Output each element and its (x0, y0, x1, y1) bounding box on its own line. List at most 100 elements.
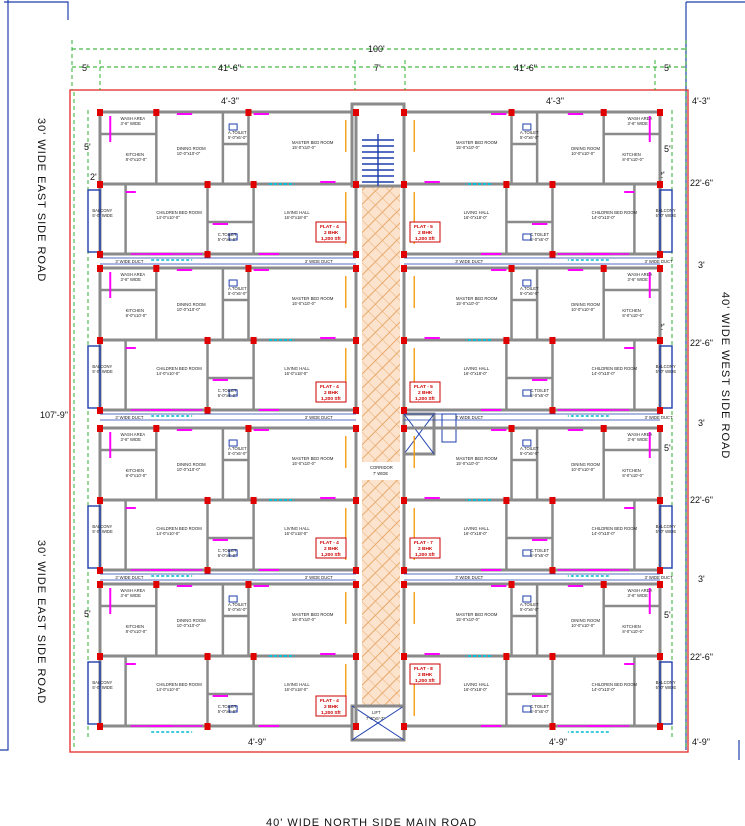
master-bedroom-dim: 15'-0"x10'-0" (292, 301, 316, 306)
staircase (350, 102, 406, 188)
dim-total-width: 100' (368, 44, 385, 54)
duct-label: 3' WIDE DUCT (645, 259, 673, 264)
kitchen-dim: 8'-0"x10'-0" (622, 157, 644, 162)
duct-label: 3' WIDE DUCT (455, 575, 483, 580)
attached-toilet-label: A.TOILET (520, 286, 539, 291)
attached-toilet-label: A.TOILET (520, 130, 539, 135)
balcony-dim: 5'-0" WIDE (656, 529, 677, 534)
attached-toilet-dim: 5'-0"x6'-0" (520, 135, 539, 140)
flat-tag-area: 1,200 Sft (321, 710, 341, 716)
balcony-dim: 5'-0" WIDE (92, 369, 113, 374)
master-bedroom-label: MASTER BED ROOM (456, 456, 498, 461)
children-bedroom-dim: 14'-0"x10'-0" (156, 371, 180, 376)
master-bedroom-label: MASTER BED ROOM (292, 456, 334, 461)
flat-tag-area: 1,200 Sft (415, 678, 435, 684)
living-hall-dim: 16'-0"x18'-0" (284, 215, 308, 220)
dim-right-d12: 5' (664, 610, 671, 620)
living-hall-label: LIVING HALL (464, 526, 490, 531)
common-toilet-dim: 5'-0"x6'-0" (530, 237, 549, 242)
children-bedroom-label: CHILDREN BED ROOM (156, 210, 202, 215)
children-bedroom-dim: 14'-0"x10'-0" (592, 215, 616, 220)
kitchen-dim: 8'-0"x10'-0" (126, 157, 148, 162)
attached-toilet-dim: 5'-0"x6'-0" (228, 451, 247, 456)
children-bedroom-label: CHILDREN BED ROOM (592, 366, 638, 371)
dim-right-d1: 4'-3" (692, 96, 710, 106)
dim-right-d4: 22'-6" (690, 178, 713, 188)
flat-tag-area: 1,200 Sft (321, 236, 341, 242)
common-toilet-label: C.TOILET (530, 548, 549, 553)
common-toilet-label: C.TOILET (530, 704, 549, 709)
dining-room-dim: 10'-0"x10'-0" (177, 151, 201, 156)
dim-total-depth: 107'-9" (40, 410, 68, 420)
living-hall-dim: 16'-0"x18'-0" (464, 531, 488, 536)
common-toilet-dim: 5'-0"x6'-0" (218, 553, 237, 558)
wash-area-label: WASH AREA (628, 432, 653, 437)
kitchen-label: KITCHEN (622, 624, 640, 629)
balcony-dim: 5'-0" WIDE (92, 213, 113, 218)
west-road-label: 40' WIDE WEST SIDE ROAD (719, 292, 731, 459)
dining-room-dim: 10'-0"x10'-0" (571, 623, 595, 628)
children-bedroom-label: CHILDREN BED ROOM (592, 210, 638, 215)
east-road-label-upper: 30' WIDE EAST SIDE ROAD (35, 118, 47, 282)
kitchen-dim: 8'-0"x10'-0" (126, 313, 148, 318)
dim-left-wing: 41'-6" (218, 63, 241, 73)
living-hall-label: LIVING HALL (284, 526, 310, 531)
wash-area-label: WASH AREA (628, 588, 653, 593)
dim-right-d9: 5' (664, 443, 671, 453)
flat-tag-name: FLAT - 5 (414, 224, 433, 230)
wash-area-label: WASH AREA (120, 432, 145, 437)
dim-right-wing: 41'-6" (514, 63, 537, 73)
dining-room-label: DINING ROOM (571, 618, 600, 623)
dining-room-label: DINING ROOM (571, 462, 600, 467)
flat-tag-type: 2 BHK (418, 546, 433, 552)
balcony-label: BALCONY (656, 208, 676, 213)
common-toilet-label: C.TOILET (530, 232, 549, 237)
balcony-dim: 5'-0" WIDE (92, 529, 113, 534)
dim-top-offset-right: 4'-3" (546, 96, 564, 106)
master-bedroom-label: MASTER BED ROOM (456, 612, 498, 617)
dining-room-label: DINING ROOM (571, 146, 600, 151)
dim-right-d5: 3' (698, 260, 705, 270)
dining-room-dim: 10'-0"x10'-0" (571, 467, 595, 472)
children-bedroom-dim: 14'-0"x10'-0" (592, 687, 616, 692)
lift-dim: 7'-0"x6'-3" (366, 716, 385, 721)
balcony-label: BALCONY (92, 680, 112, 685)
flat-tag-type: 2 BHK (324, 230, 339, 236)
attached-toilet-label: A.TOILET (228, 130, 247, 135)
balcony-label: BALCONY (656, 524, 676, 529)
master-bedroom-dim: 15'-0"x10'-0" (456, 617, 480, 622)
duct-label: 3' WIDE DUCT (455, 259, 483, 264)
master-bedroom-label: MASTER BED ROOM (456, 140, 498, 145)
dim-left-m1: 5' (84, 142, 91, 152)
kitchen-label: KITCHEN (126, 152, 144, 157)
attached-toilet-dim: 5'-0"x6'-0" (520, 291, 539, 296)
wash-area-dim: 3'-6" WIDE (628, 437, 649, 442)
balcony-dim: 5'-0" WIDE (656, 369, 677, 374)
flat-tag-area: 1,200 Sft (321, 396, 341, 402)
corridor-label: CORRIDOR (370, 465, 393, 470)
duct-label: 3' WIDE DUCT (305, 259, 333, 264)
flat-tag-name: FLAT - 7 (414, 540, 433, 546)
duct-label: 3' WIDE DUCT (115, 575, 143, 580)
dim-right-d3: 2' (658, 170, 665, 180)
flat-tag-name: FLAT - 8 (414, 666, 433, 672)
children-bedroom-dim: 14'-0"x10'-0" (156, 215, 180, 220)
wash-area-dim: 3'-6" WIDE (628, 121, 649, 126)
master-bedroom-dim: 15'-0"x10'-0" (456, 461, 480, 466)
dim-right-d14: 4'-9" (692, 737, 710, 747)
living-hall-label: LIVING HALL (284, 682, 310, 687)
dim-bottom-offset-left: 4'-9" (248, 737, 266, 747)
kitchen-dim: 8'-0"x10'-0" (622, 629, 644, 634)
common-toilet-dim: 5'-0"x6'-0" (530, 553, 549, 558)
attached-toilet-label: A.TOILET (228, 602, 247, 607)
corridor-cross (362, 186, 400, 726)
north-road-label: 40' WIDE NORTH SIDE MAIN ROAD (266, 817, 477, 826)
